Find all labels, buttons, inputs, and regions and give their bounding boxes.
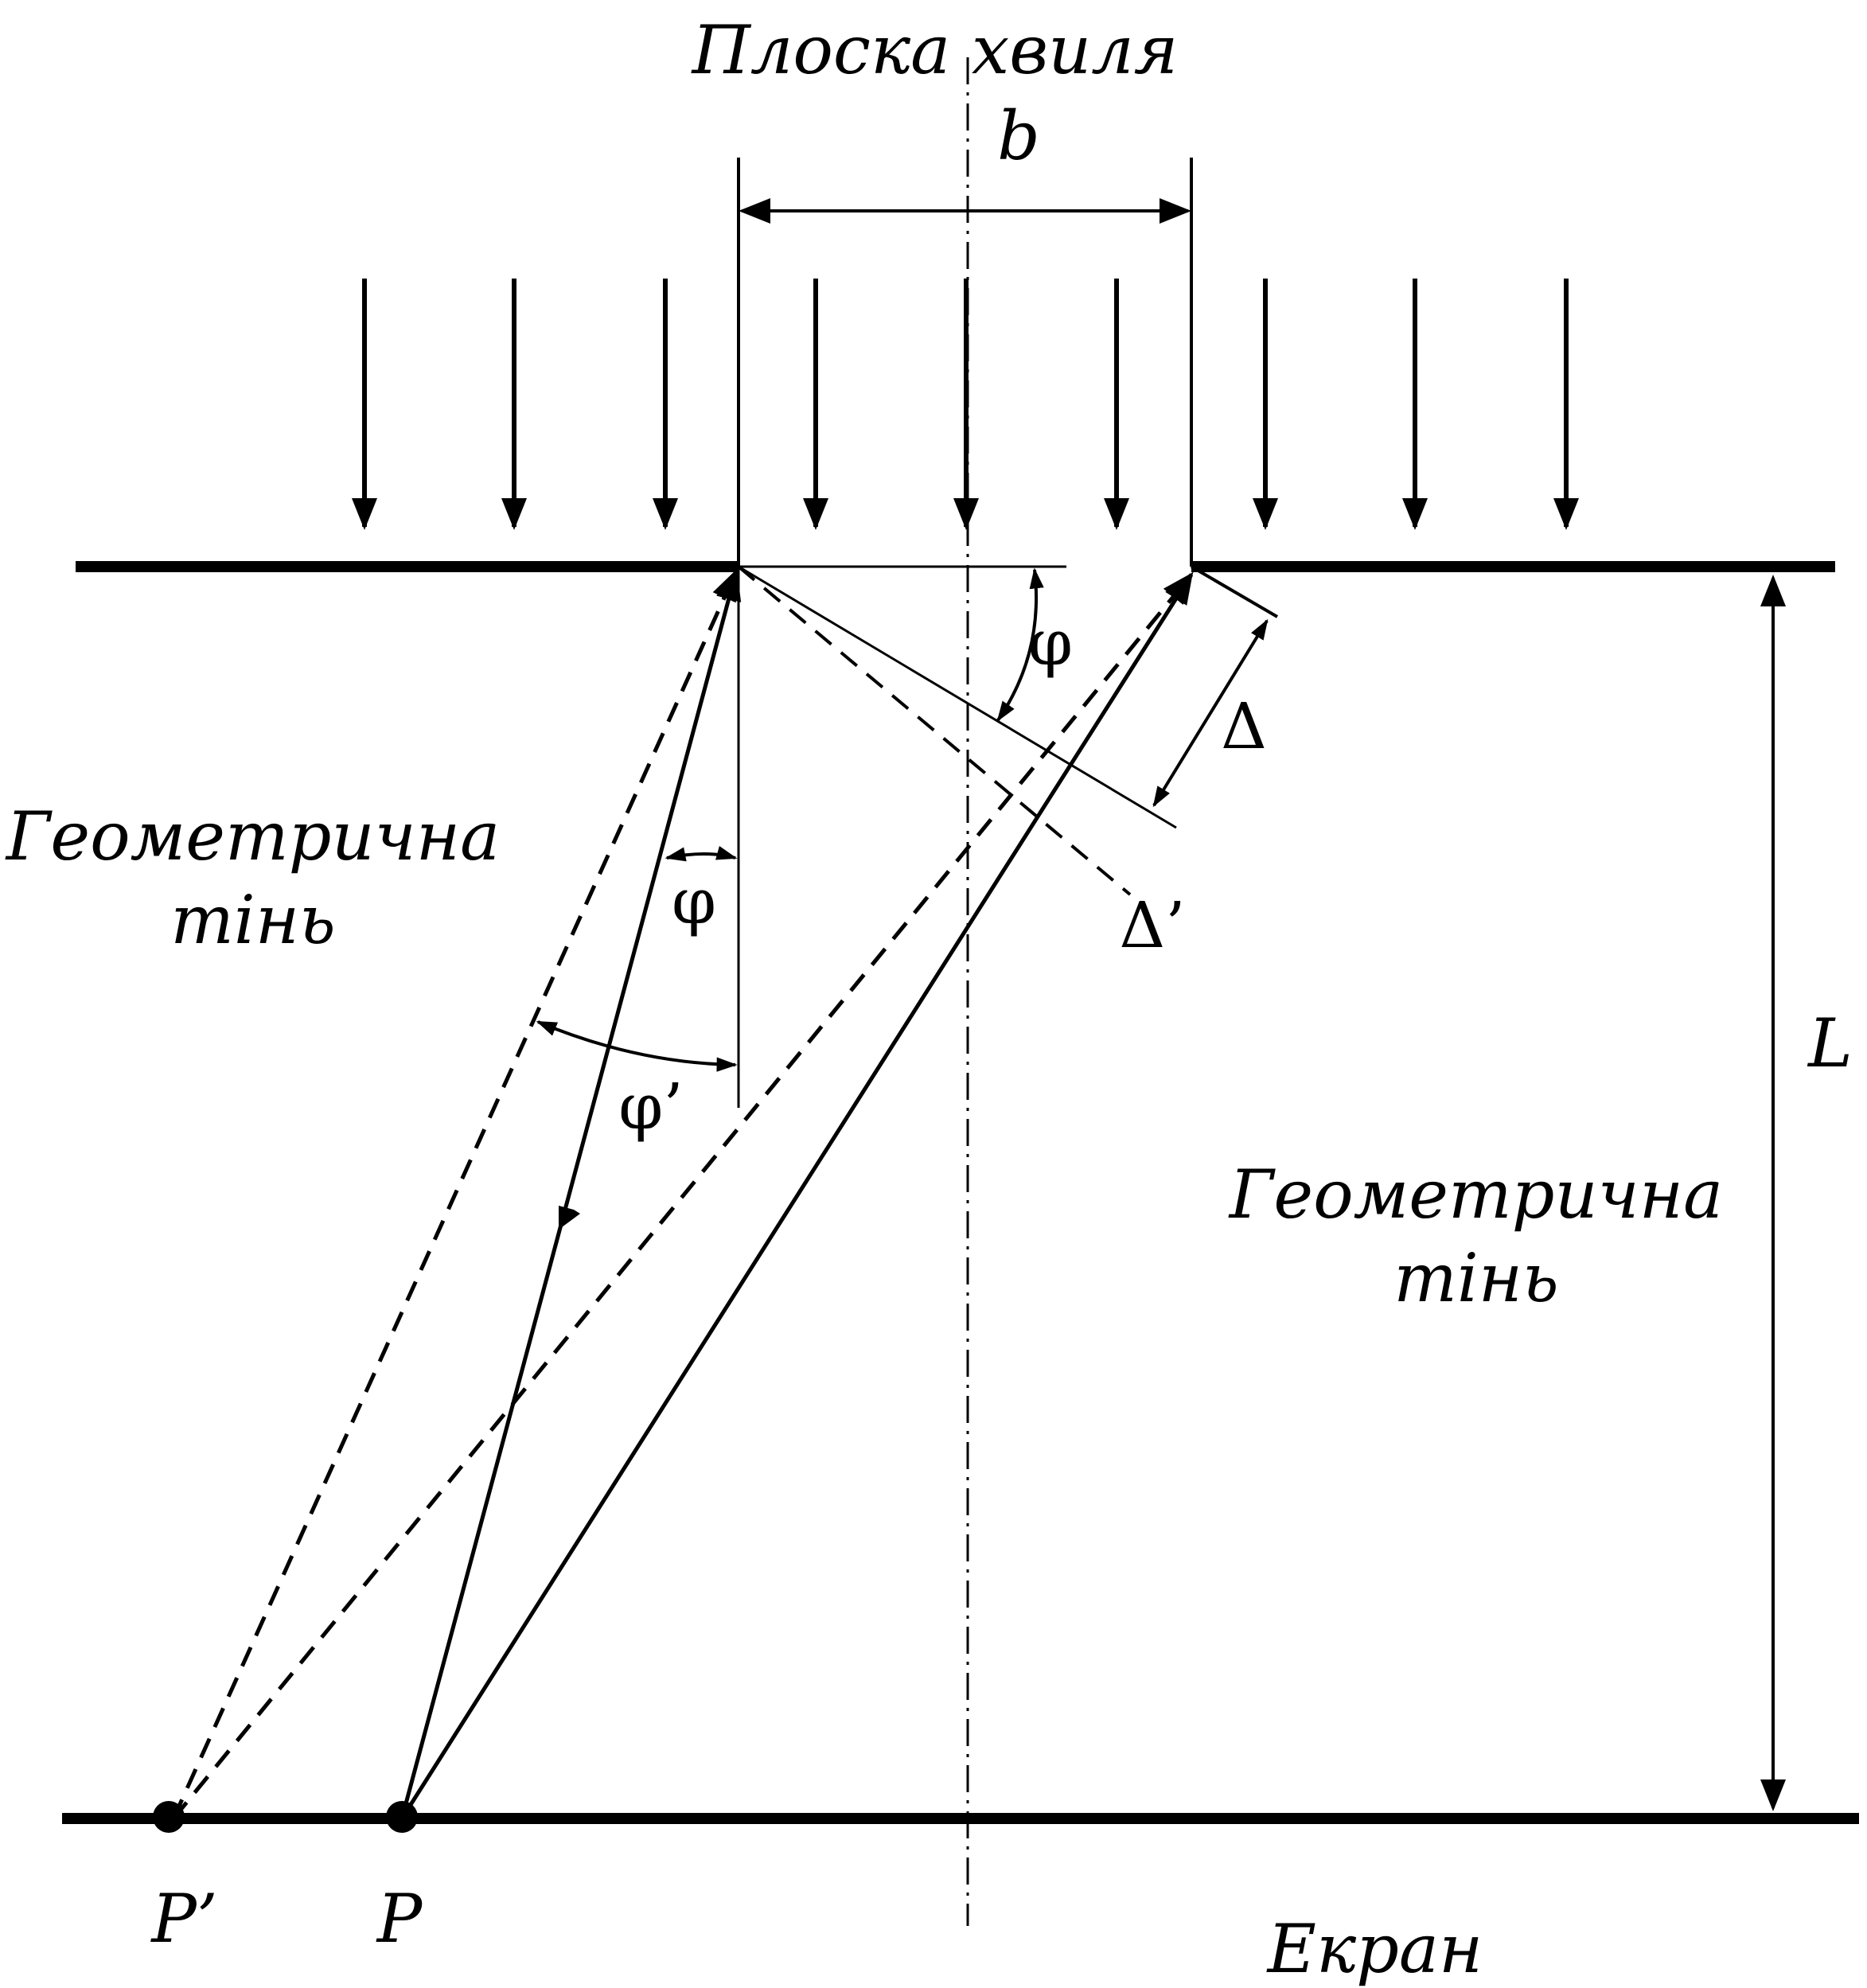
wavefront-phi-prime: [737, 565, 1132, 896]
shadow-right-line2: тінь: [1393, 1239, 1559, 1317]
ray-left-edge-to-p: [400, 568, 742, 1819]
solid-ray-mid-arrows: [559, 1206, 580, 1230]
delta-arrow: [1152, 618, 1269, 808]
plane-wave-title: Плоска хвиля: [691, 11, 1179, 89]
slit-width-dimension: [737, 158, 1193, 567]
delta-prime-label: Δ’: [1119, 888, 1185, 962]
shadow-right-line1: Геометрична: [1228, 1156, 1723, 1234]
shadow-left-line1: Геометрична: [5, 797, 500, 875]
point-p-label: P: [376, 1880, 423, 1958]
shadow-left-line2: тінь: [170, 881, 336, 959]
ray-right-edge-to-p: [400, 571, 1194, 1820]
angle-arcs: [536, 567, 1044, 1072]
dashed-rays: [171, 568, 1194, 1820]
distance-l-label: L: [1807, 1004, 1853, 1082]
point-p-prime: [153, 1801, 185, 1833]
wavefront-phi: [738, 565, 1177, 829]
phi-prime-arc: [536, 1020, 738, 1072]
phi-arc-top: [996, 567, 1044, 723]
delta-extension: [1190, 565, 1279, 618]
angle-phi-prime-label: φ’: [618, 1070, 683, 1144]
delta-dimension: [1152, 565, 1279, 808]
incident-wave-arrows: [352, 279, 1579, 530]
dashed-ray-right-edge: [172, 571, 1194, 1820]
solid-rays: [400, 568, 1194, 1820]
ray-arrow-head: [559, 1206, 580, 1230]
point-p: [386, 1801, 418, 1833]
phi-arc-bottom: [665, 845, 738, 862]
delta-label: Δ: [1221, 689, 1267, 763]
dashed-ray-left-edge: [171, 568, 739, 1820]
screen-label: Екран: [1266, 1910, 1483, 1988]
wavefront-lines: [737, 565, 1177, 896]
reference-lines: [737, 565, 1066, 1108]
point-p-prime-label: P’: [150, 1880, 217, 1958]
angle-phi-label: φ: [1028, 606, 1073, 680]
angle-phi-label-lower: φ: [672, 864, 716, 938]
slit-width-label: b: [997, 97, 1040, 175]
